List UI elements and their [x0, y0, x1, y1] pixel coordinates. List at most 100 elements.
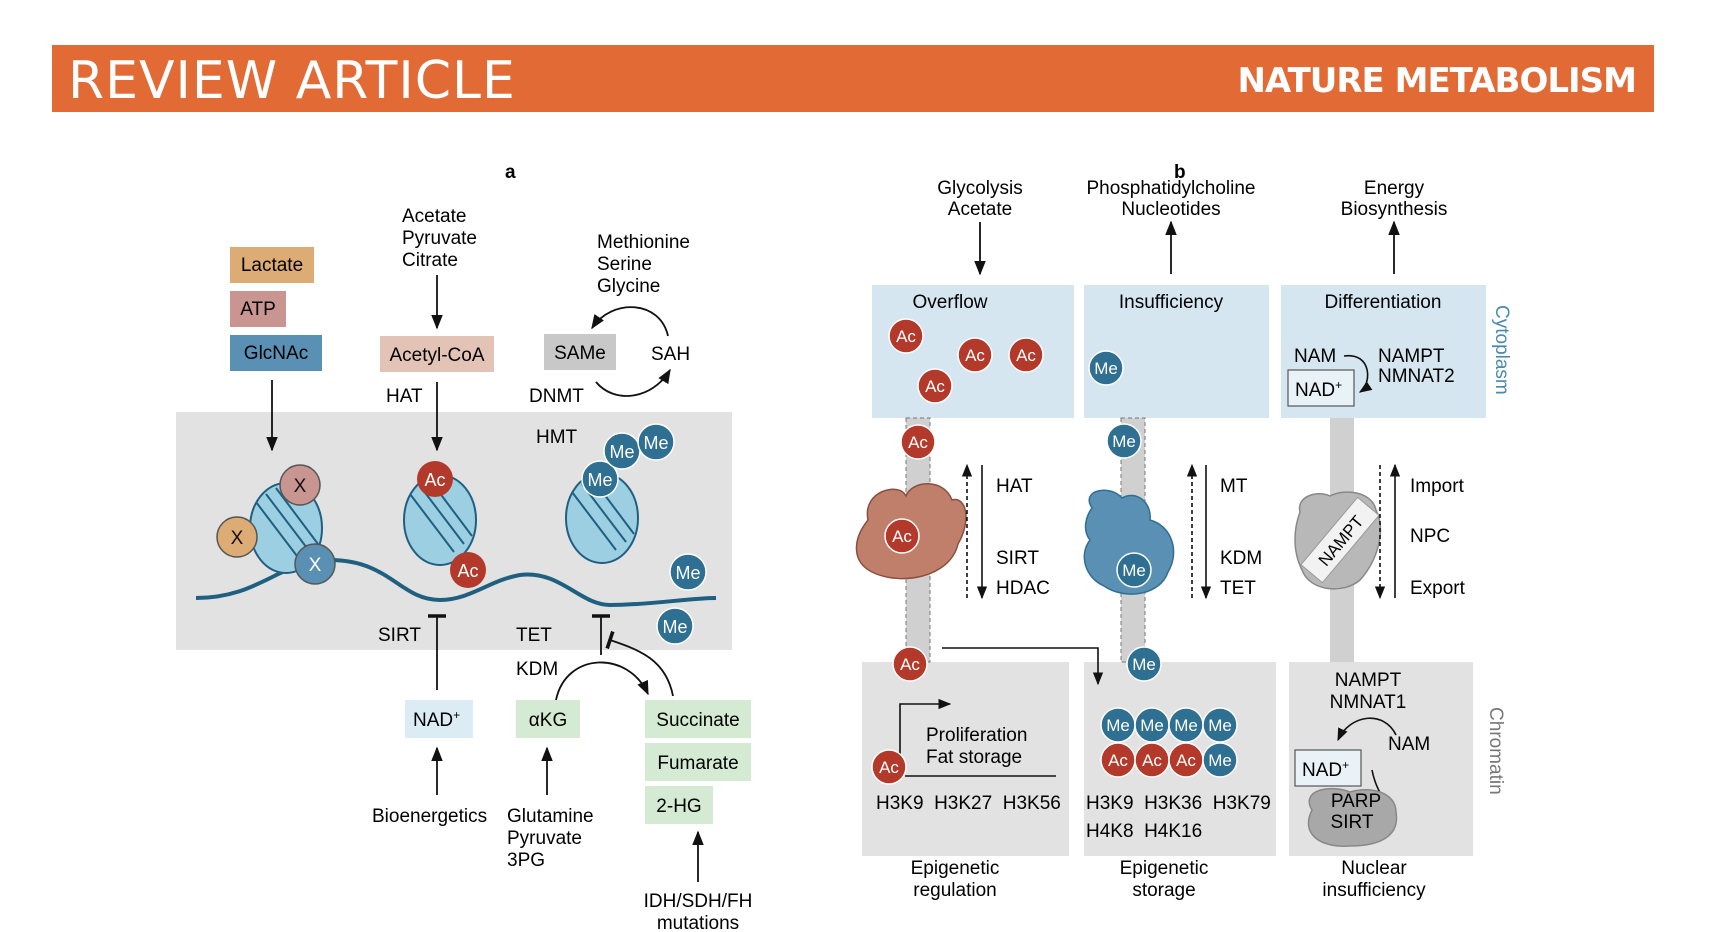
sirt-label-nuc: SIRT	[1331, 812, 1374, 833]
col3-top-1: Energy	[1364, 178, 1425, 199]
acetate-source-3: Citrate	[402, 250, 458, 271]
col2-top-2: Nucleotides	[1121, 199, 1220, 220]
acetate-source-2: Pyruvate	[402, 228, 477, 249]
hg2-box	[645, 786, 713, 824]
svg-text:Me: Me	[587, 470, 612, 490]
svg-text:Ac: Ac	[1176, 751, 1196, 770]
nad-label-nuc: NAD+	[1302, 758, 1349, 781]
lactate-label: Lactate	[241, 255, 303, 276]
caption-1a: Epigenetic	[911, 858, 1000, 879]
ac-mark-b1: OverflowAc	[888, 318, 924, 354]
ac-mark-a2: Ac	[450, 552, 486, 588]
svg-text:X: X	[294, 476, 307, 497]
ac-mark-b2: Ac	[957, 337, 993, 373]
article-banner: REVIEW ARTICLE NATURE METABOLISM	[52, 45, 1654, 112]
panel-b-label: b	[1174, 162, 1186, 183]
ac-mark-grid-1: Ac	[1100, 742, 1136, 778]
me-mark-grid-1: Me	[1100, 707, 1136, 743]
tet-label-a: TET	[516, 625, 552, 646]
mutations-label-2: mutations	[657, 913, 739, 932]
proliferation-label-1: Proliferation	[926, 725, 1027, 746]
succinate-box	[645, 700, 751, 738]
svg-text:Ac: Ac	[424, 470, 445, 490]
hmt-label: HMT	[536, 427, 578, 448]
glcnac-label: GlcNAc	[244, 343, 308, 364]
hdac-label-b: HDAC	[996, 578, 1050, 599]
succinate-label: Succinate	[656, 710, 739, 731]
svg-text:Ac: Ac	[925, 377, 945, 396]
overflow-label: Overflow	[913, 292, 988, 313]
ac-mark-a1: Ac	[417, 461, 453, 497]
me-mark-a4: Me	[669, 553, 707, 591]
proliferation-label-2: Fat storage	[926, 747, 1022, 768]
mt-label: MT	[1220, 476, 1248, 497]
col1-top-2: Acetate	[948, 199, 1012, 220]
svg-text:Ac: Ac	[900, 655, 920, 674]
svg-text:Me: Me	[1106, 716, 1130, 735]
svg-text:Ac: Ac	[457, 561, 478, 581]
bioenergetics-label: Bioenergetics	[372, 806, 487, 827]
caption-1b: regulation	[913, 880, 996, 901]
svg-text:Ac: Ac	[896, 327, 916, 346]
me-mark-grid-3: Me	[1168, 707, 1204, 743]
svg-text:Me: Me	[1122, 561, 1146, 580]
svg-text:Me: Me	[1112, 432, 1136, 451]
histone-marks-2a: H3K9 H3K36 H3K79	[1086, 793, 1271, 814]
ac-mark-b3: Ac	[1008, 337, 1044, 373]
acetyl-coa-box	[380, 336, 494, 372]
me-mark-a5: Me	[656, 607, 694, 645]
acetate-source-1: Acetate	[402, 206, 466, 227]
insufficiency-box	[1084, 285, 1269, 418]
caption-2b: storage	[1132, 880, 1195, 901]
atp-box	[230, 291, 286, 327]
nampt-cyto-1: NAMPT	[1378, 346, 1445, 367]
ac-mark-grid-3: Ac	[1168, 742, 1204, 778]
methyl-source-3: Glycine	[597, 276, 660, 297]
svg-text:Ac: Ac	[908, 433, 928, 452]
insufficiency-label: Insufficiency	[1119, 292, 1224, 313]
methyl-source-2: Serine	[597, 254, 652, 275]
dnmt-label: DNMT	[529, 386, 584, 407]
svg-text:Me: Me	[1140, 716, 1164, 735]
methyl-source-1: Methionine	[597, 232, 690, 253]
glutamine-source-2: Pyruvate	[507, 828, 582, 849]
mutations-label-1: IDH/SDH/FH	[644, 891, 753, 912]
glcnac-box	[230, 335, 322, 371]
chromatin-label: Chromatin	[1485, 707, 1506, 795]
sirt-label-b: SIRT	[996, 548, 1039, 569]
nampt-cyto-2: NMNAT2	[1378, 366, 1455, 387]
nampt-nuc-2: NMNAT1	[1330, 692, 1407, 713]
same-label: SAMe	[554, 343, 606, 364]
col3-top-2: Biosynthesis	[1341, 199, 1448, 220]
x-mark-3: X	[294, 543, 336, 585]
acetyl-coa-label: Acetyl-CoA	[389, 345, 484, 366]
ac-mark-b5: Ac	[900, 424, 936, 460]
nad-box-nuc	[1294, 749, 1362, 787]
lactate-box	[230, 247, 314, 283]
glutamine-source-1: Glutamine	[507, 806, 594, 827]
kdm-label-b: KDM	[1220, 548, 1262, 569]
ac-mark-b4: Ac	[917, 368, 953, 404]
svg-text:X: X	[309, 555, 322, 576]
parp-label: PARP	[1331, 791, 1381, 812]
svg-text:Me: Me	[1132, 655, 1156, 674]
svg-text:X: X	[231, 528, 244, 549]
journal-name: NATURE METABOLISM	[1237, 61, 1637, 101]
col1-top-1: Glycolysis	[937, 178, 1023, 199]
atp-label: ATP	[240, 299, 276, 320]
npc-label: NPC	[1410, 526, 1450, 547]
nam-label-cyto: NAM	[1294, 346, 1336, 367]
caption-3b: insufficiency	[1322, 880, 1426, 901]
glutamine-source-3: 3PG	[507, 850, 545, 871]
me-mark-a1: Me	[581, 460, 619, 498]
ac-mark-grid-2: Ac	[1134, 742, 1170, 778]
svg-text:Me: Me	[662, 617, 687, 637]
hat-label-b: HAT	[996, 476, 1033, 497]
svg-text:Ac: Ac	[879, 758, 899, 777]
fumarate-box	[645, 743, 751, 781]
svg-text:Ac: Ac	[1142, 751, 1162, 770]
me-mark-b3: Me	[1116, 552, 1152, 588]
nad-box-a	[405, 700, 473, 738]
svg-text:Ac: Ac	[965, 346, 985, 365]
tet-label-b: TET	[1220, 578, 1256, 599]
